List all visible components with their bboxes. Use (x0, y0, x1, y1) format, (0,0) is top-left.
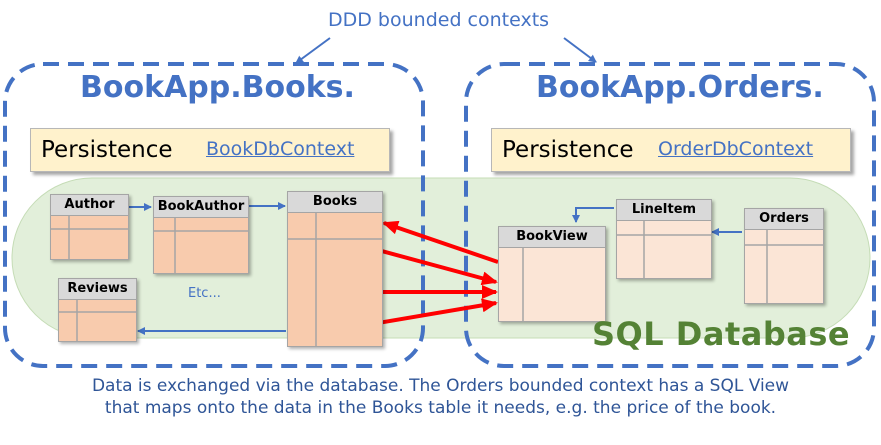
books-table-grid (288, 213, 382, 346)
bookview-view-header: BookView (499, 227, 605, 248)
etc-label: Etc... (188, 286, 221, 301)
bookauthor-table-header: BookAuthor (154, 197, 248, 218)
books-context-boundary (3, 62, 425, 368)
bounded-contexts-banner: DDD bounded contexts (328, 9, 550, 31)
banner-arrow-right (563, 37, 597, 63)
author-table: Author (50, 194, 129, 260)
caption-line-2: that maps onto the data in the Books tab… (104, 398, 777, 418)
reviews-table-header: Reviews (59, 279, 136, 300)
author-table-grid (51, 216, 128, 259)
reviews-table: Reviews (58, 278, 137, 342)
lineitem-table-header: LineItem (617, 200, 711, 221)
reviews-table-grid (59, 300, 136, 341)
sql-database-label: SQL Database (592, 315, 851, 353)
book-dbcontext-link[interactable]: BookDbContext (206, 138, 355, 160)
lineitem-table-grid (617, 221, 711, 278)
bookauthor-table-grid (154, 218, 248, 273)
bookview-view: BookView (498, 226, 606, 322)
diagram-caption: Data is exchanged via the database. The … (0, 375, 881, 419)
orders-table: Orders (744, 208, 824, 304)
view-mapping-arrow-4 (377, 298, 498, 325)
books-table: Books (287, 191, 383, 347)
lineitem-to-bookview-arrow (572, 207, 614, 223)
books-context-title: BookApp.Books. (80, 70, 355, 105)
lineitem-table: LineItem (616, 199, 712, 279)
author-table-header: Author (51, 195, 128, 216)
order-dbcontext-link[interactable]: OrderDbContext (658, 138, 814, 160)
books-table-header: Books (288, 192, 382, 213)
bookview-view-grid (522, 248, 524, 321)
bookauthor-table: BookAuthor (153, 196, 249, 274)
orders-context-title: BookApp.Orders. (536, 70, 824, 105)
view-mapping-arrow-1 (382, 220, 499, 264)
orders-table-header: Orders (745, 209, 823, 230)
orders-context-boundary (464, 62, 876, 368)
orders-persistence-box: Persistence OrderDbContext (491, 128, 851, 172)
banner-arrow-left (295, 37, 331, 64)
orders-persistence-label: Persistence (502, 137, 634, 163)
books-persistence-box: Persistence BookDbContext (30, 128, 390, 172)
orders-table-grid (745, 230, 823, 303)
view-mapping-arrow-2 (377, 248, 498, 286)
books-persistence-label: Persistence (41, 137, 173, 163)
caption-line-1: Data is exchanged via the database. The … (91, 376, 790, 396)
